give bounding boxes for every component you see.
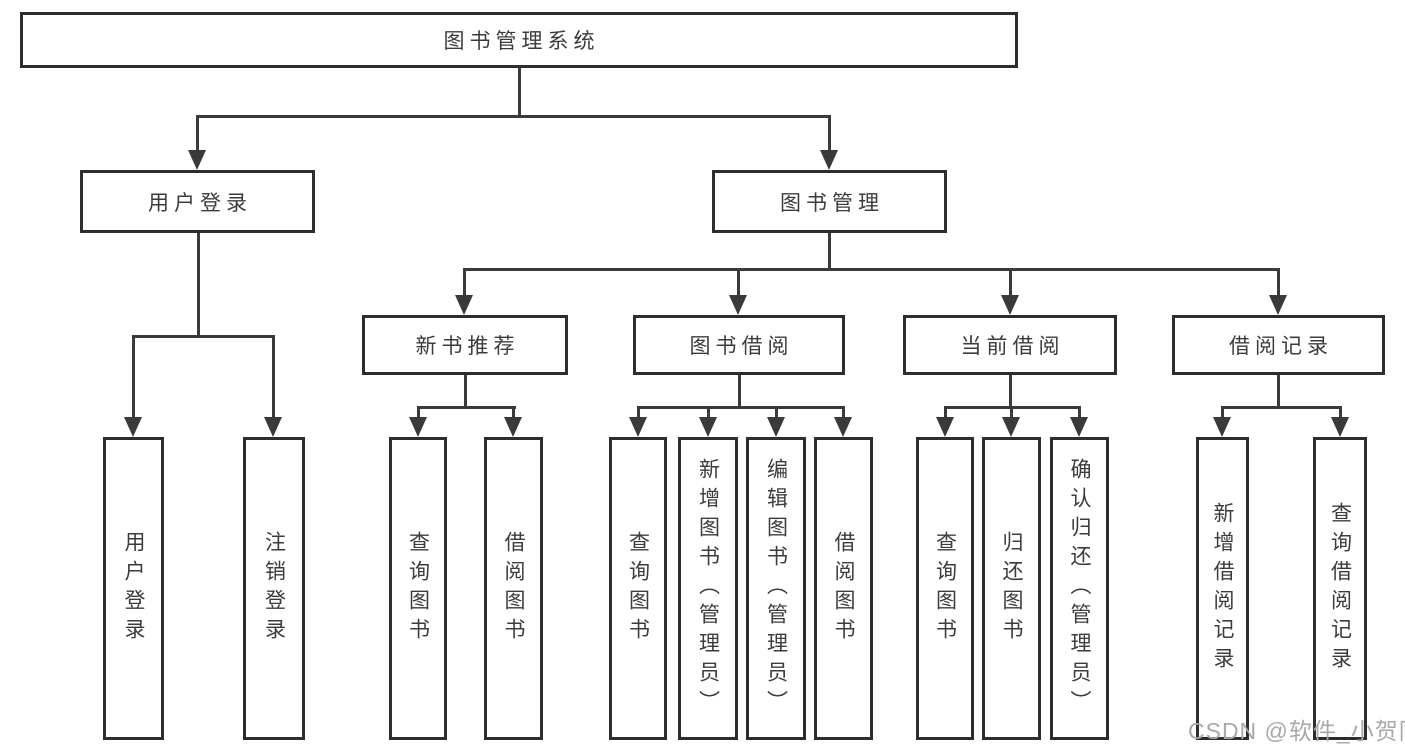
connector-drop-cb-query [944, 406, 947, 417]
connector-drop-borrow-records [1277, 268, 1280, 295]
arrowhead-br-add [1213, 417, 1231, 437]
arrowhead-borrow-records [1269, 295, 1287, 315]
connector-drop-bb-add [707, 406, 710, 417]
connector-userlogin-rail [132, 335, 275, 338]
connector-bookborrow-rail [637, 406, 845, 409]
connector-drop-book-borrow [737, 268, 740, 295]
connector-drop-leaf-logout [272, 335, 275, 417]
leaf-user-login: 用户登录 [103, 437, 164, 740]
arrowhead-leaf-logout [264, 417, 282, 437]
node-current-borrow: 当前借阅 [903, 315, 1117, 375]
connector-drop-br-query [1339, 406, 1342, 417]
arrowhead-nb-query [409, 417, 427, 437]
leaf-query-book-current: 查询图书 [916, 437, 974, 740]
node-new-book-recommend: 新书推荐 [362, 315, 568, 375]
arrowhead-bb-query [629, 417, 647, 437]
connector-drop-bb-edit [775, 406, 778, 417]
leaf-logout: 注销登录 [243, 437, 305, 740]
connector-drop-current-borrow [1009, 268, 1012, 295]
connector-newbook-rail [417, 406, 516, 409]
connector-drop-leaf-user-login [132, 335, 135, 417]
connector-drop-nb-query [417, 406, 420, 417]
connector-drop-new-book [463, 268, 466, 295]
connector-userlogin-stem [197, 233, 200, 335]
connector-root-stem [518, 68, 521, 118]
arrowhead-cb-query [936, 417, 954, 437]
connector-borrowrecords-rail [1221, 406, 1342, 409]
arrowhead-user-login [188, 150, 206, 170]
csdn-watermark: CSDN @软件_小贺同学 [1188, 718, 1405, 744]
arrowhead-nb-borrow [504, 417, 522, 437]
arrowhead-book-management [820, 150, 838, 170]
leaf-add-book-admin: 新增图书（管理员） [678, 437, 738, 740]
leaf-query-borrow-record: 查询借阅记录 [1313, 437, 1367, 740]
connector-drop-bb-borrow [842, 406, 845, 417]
arrowhead-book-borrow [729, 295, 747, 315]
node-book-borrow: 图书借阅 [633, 315, 845, 375]
connector-borrowrecords-stem [1277, 375, 1280, 406]
leaf-confirm-return-admin: 确认归还（管理员） [1050, 437, 1109, 740]
leaf-add-borrow-record: 新增借阅记录 [1196, 437, 1249, 740]
arrowhead-leaf-user-login [124, 417, 142, 437]
arrowhead-new-book [455, 295, 473, 315]
connector-drop-cb-confirm [1078, 406, 1081, 417]
leaf-query-book-borrow: 查询图书 [609, 437, 667, 740]
connector-drop-br-add [1221, 406, 1224, 417]
leaf-edit-book-admin: 编辑图书（管理员） [746, 437, 806, 740]
node-borrow-records: 借阅记录 [1172, 315, 1385, 375]
connector-root-rail [196, 115, 831, 118]
connector-currentborrow-stem [1009, 375, 1012, 406]
leaf-return-book: 归还图书 [982, 437, 1041, 740]
connector-drop-nb-borrow [512, 406, 515, 417]
connector-drop-cb-return [1010, 406, 1013, 417]
arrowhead-br-query [1331, 417, 1349, 437]
connector-bookborrow-stem [738, 375, 741, 406]
arrowhead-bb-edit [767, 417, 785, 437]
arrowhead-bb-add [699, 417, 717, 437]
arrowhead-bb-borrow [834, 417, 852, 437]
connector-drop-book-management [828, 115, 831, 151]
connector-drop-user-login [196, 115, 199, 151]
connector-bookmgmt-stem [828, 233, 831, 268]
connector-newbook-stem [464, 375, 467, 406]
connector-drop-bb-query [637, 406, 640, 417]
arrowhead-cb-return [1002, 417, 1020, 437]
node-book-management: 图书管理 [712, 170, 947, 233]
leaf-borrow-book: 借阅图书 [814, 437, 873, 740]
arrowhead-cb-confirm [1070, 417, 1088, 437]
leaf-borrow-book-recommend: 借阅图书 [484, 437, 543, 740]
leaf-query-book-recommend: 查询图书 [389, 437, 447, 740]
arrowhead-current-borrow [1001, 295, 1019, 315]
connector-bookmgmt-rail [463, 268, 1280, 271]
node-root: 图书管理系统 [20, 12, 1018, 68]
node-user-login: 用户登录 [80, 170, 315, 233]
